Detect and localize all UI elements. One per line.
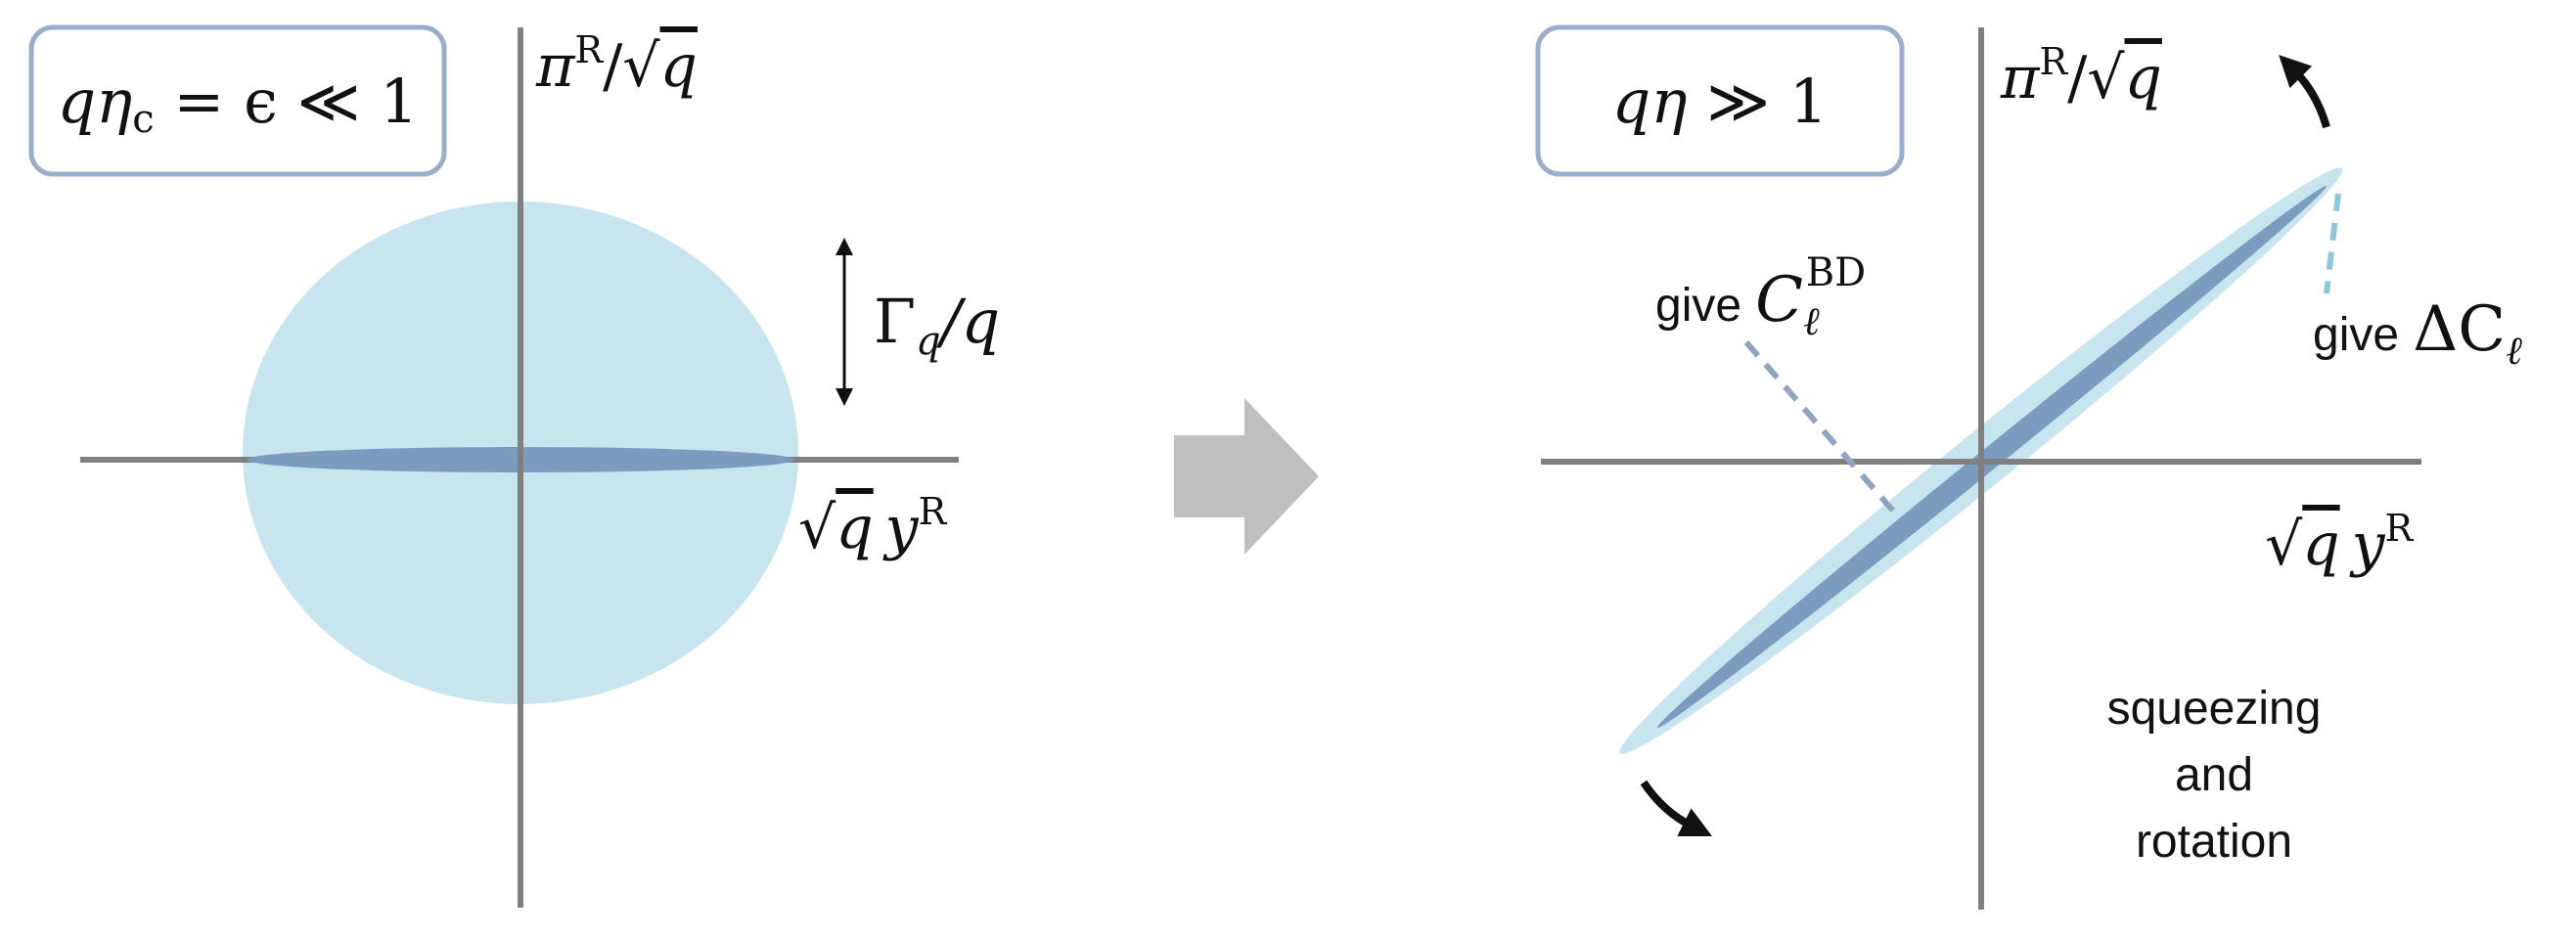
left-condition-label: qηc = ϵ ≪ 1	[57, 66, 418, 142]
left-y-axis-label: πR/√q	[535, 28, 698, 101]
arrow-right-icon	[1174, 398, 1319, 555]
right-inner-ellipse	[1656, 185, 2327, 729]
rotation-arrow-bottom	[1640, 780, 1713, 837]
give-bd-pointer	[1743, 340, 1901, 518]
right-condition-box	[1535, 24, 1905, 177]
left-condition-box	[28, 24, 447, 177]
right-y-axis-label: πR/√q	[2000, 40, 2162, 112]
rotation-arrow-top	[2279, 55, 2330, 129]
caption-line-2: and	[2175, 749, 2253, 801]
right-condition-label: qη ≫ 1	[1612, 66, 1829, 137]
give-delta-pointer	[2324, 193, 2341, 294]
left-width-label: Γq/q	[874, 286, 1000, 364]
caption-line-3: rotation	[2136, 816, 2292, 868]
caption-line-1: squeezing	[2107, 683, 2322, 735]
